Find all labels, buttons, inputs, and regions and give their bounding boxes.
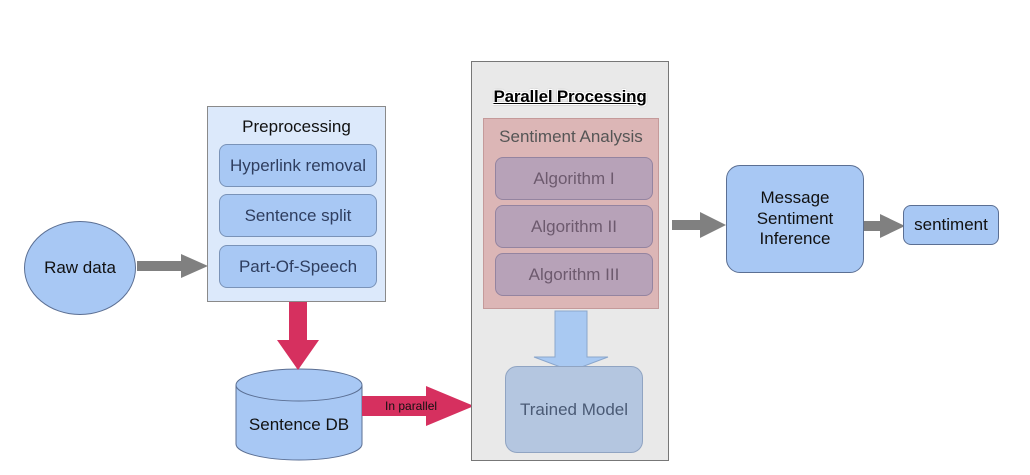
sentiment-node: sentiment [903,205,999,245]
arrow-parallel-to-inference [672,212,726,238]
sentence-db-cylinder [235,368,363,461]
algorithm-label: Algorithm III [528,264,620,284]
sentence-db-label: Sentence DB [249,415,349,434]
step-label: Part-Of-Speech [238,256,358,276]
algorithm-2: Algorithm II [495,205,653,248]
arrow-raw-to-preprocessing [137,254,208,278]
sentiment-label: sentiment [914,215,988,234]
inference-line-1: Message [760,188,830,208]
preprocessing-title: Preprocessing [242,117,351,136]
raw-data-label: Raw data [44,258,116,277]
algorithm-label: Algorithm II [531,216,617,236]
step-hyperlink-removal: Hyperlink removal [219,144,377,187]
arrow-inference-to-sentiment [851,214,905,238]
message-sentiment-inference-node: Message Sentiment Inference [726,165,864,273]
arrow-preprocessing-to-db [277,294,319,370]
algorithm-label: Algorithm I [533,168,615,188]
algorithm-3: Algorithm III [495,253,653,296]
step-label: Hyperlink removal [229,155,367,175]
arrow-analysis-to-model [533,310,609,372]
algorithm-1: Algorithm I [495,157,653,200]
in-parallel-label: In parallel [385,399,437,413]
inference-line-3: Inference [759,229,831,249]
parallel-processing-title: Parallel Processing [493,87,647,106]
arrow-db-to-parallel [362,386,474,426]
sentiment-analysis-box: Sentiment Analysis Algorithm I Algorithm… [483,118,659,309]
step-part-of-speech: Part-Of-Speech [219,245,377,288]
parallel-processing-panel: Parallel Processing Sentiment Analysis A… [471,61,669,461]
raw-data-node: Raw data [24,221,136,315]
trained-model-node: Trained Model [505,366,643,453]
sentiment-analysis-title: Sentiment Analysis [499,127,643,146]
step-sentence-split: Sentence split [219,194,377,237]
inference-line-2: Sentiment [756,208,834,228]
trained-model-label: Trained Model [519,399,629,419]
preprocessing-panel: Preprocessing Hyperlink removal Sentence… [207,106,386,302]
step-label: Sentence split [244,205,352,225]
